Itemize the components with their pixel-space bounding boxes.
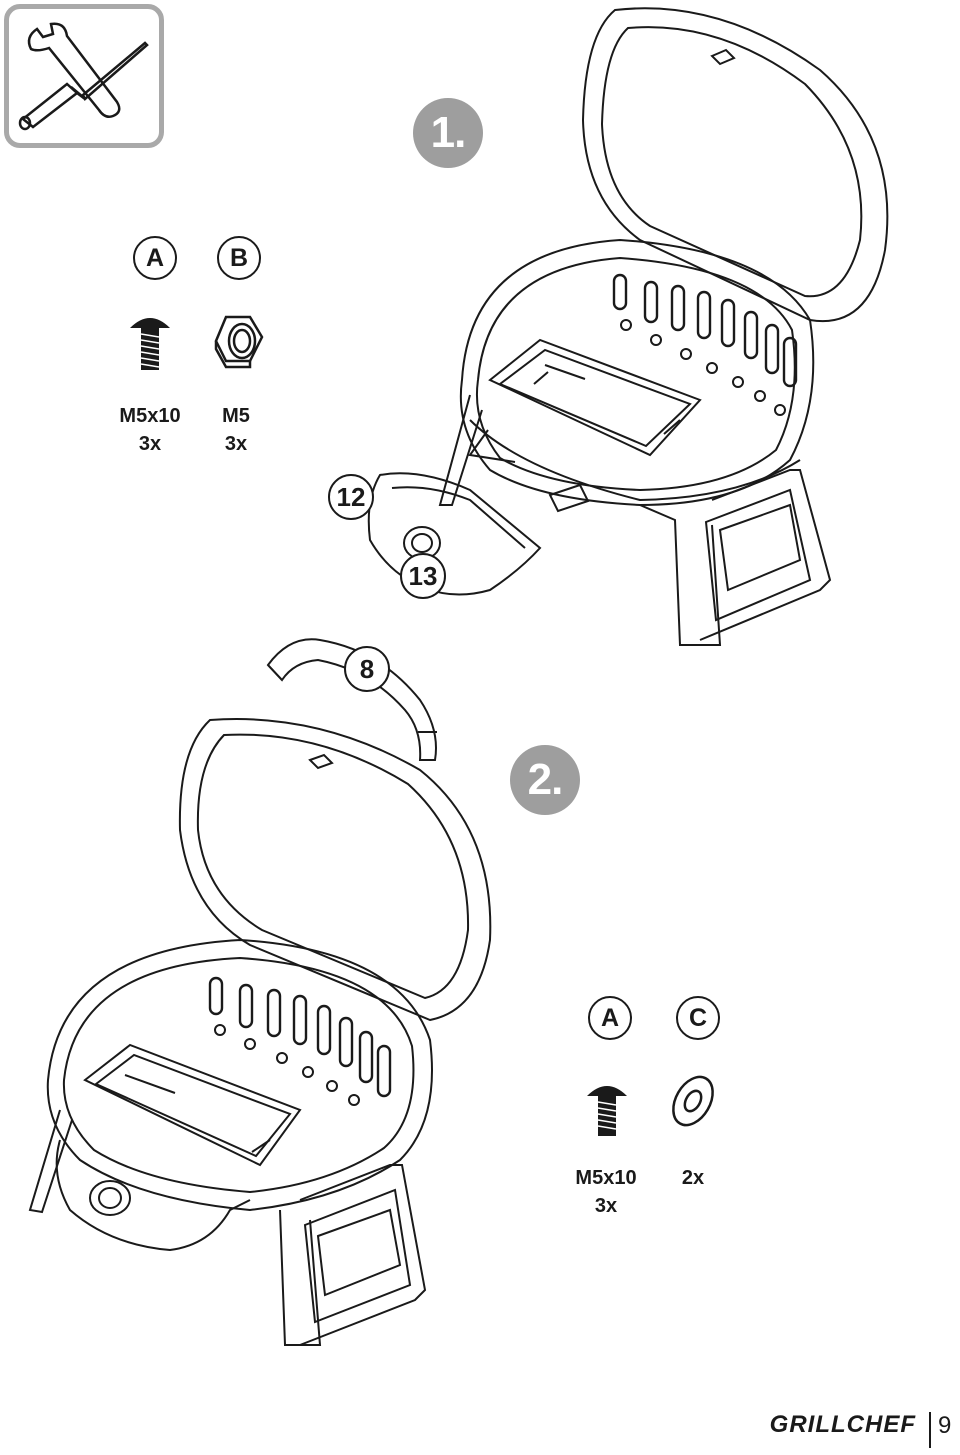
callout-part-8: 8 (344, 646, 390, 692)
part-a-step2-spec-block: M5x10 3x (556, 1164, 656, 1220)
part-a-step2-size: M5x10 (575, 1167, 637, 1189)
part-letter-b: B (217, 236, 261, 280)
part-a-quantity: 3x (138, 433, 162, 455)
part-c-spec-block: 2x (643, 1164, 743, 1192)
part-a-size: M5x10 (119, 405, 181, 427)
part-letter-a: A (133, 236, 177, 280)
part-b-size: M5 (222, 405, 250, 427)
part-b-quantity: 3x (224, 433, 248, 455)
wrench-icon (27, 22, 121, 118)
nut-icon (214, 315, 264, 369)
part-letter-a-step2: A (588, 996, 632, 1040)
callout-part-12: 12 (328, 474, 374, 520)
step-2-number: 2. (527, 755, 564, 804)
screw-icon (130, 318, 170, 370)
part-b-spec-block: M5 3x (186, 402, 286, 458)
screwdriver-icon (18, 41, 149, 131)
screw-icon (587, 1086, 627, 1136)
tools-box (4, 4, 164, 148)
washer-icon (672, 1075, 714, 1127)
callout-part-13: 13 (400, 553, 446, 599)
step-1-badge: 1. (413, 98, 483, 168)
footer-divider (929, 1412, 931, 1448)
part-c-quantity: 2x (681, 1167, 705, 1189)
part-a-step2-quantity: 3x (594, 1195, 618, 1217)
step-2-badge: 2. (510, 745, 580, 815)
part-a-spec-block: M5x10 3x (100, 402, 200, 458)
part-letter-c: C (676, 996, 720, 1040)
tools-illustration (18, 22, 149, 131)
grill-illustration-step2 (30, 719, 490, 1345)
page-number: 9 (938, 1412, 952, 1439)
brand-logo: GRILLCHEF (769, 1411, 916, 1438)
step-1-number: 1. (430, 108, 467, 157)
